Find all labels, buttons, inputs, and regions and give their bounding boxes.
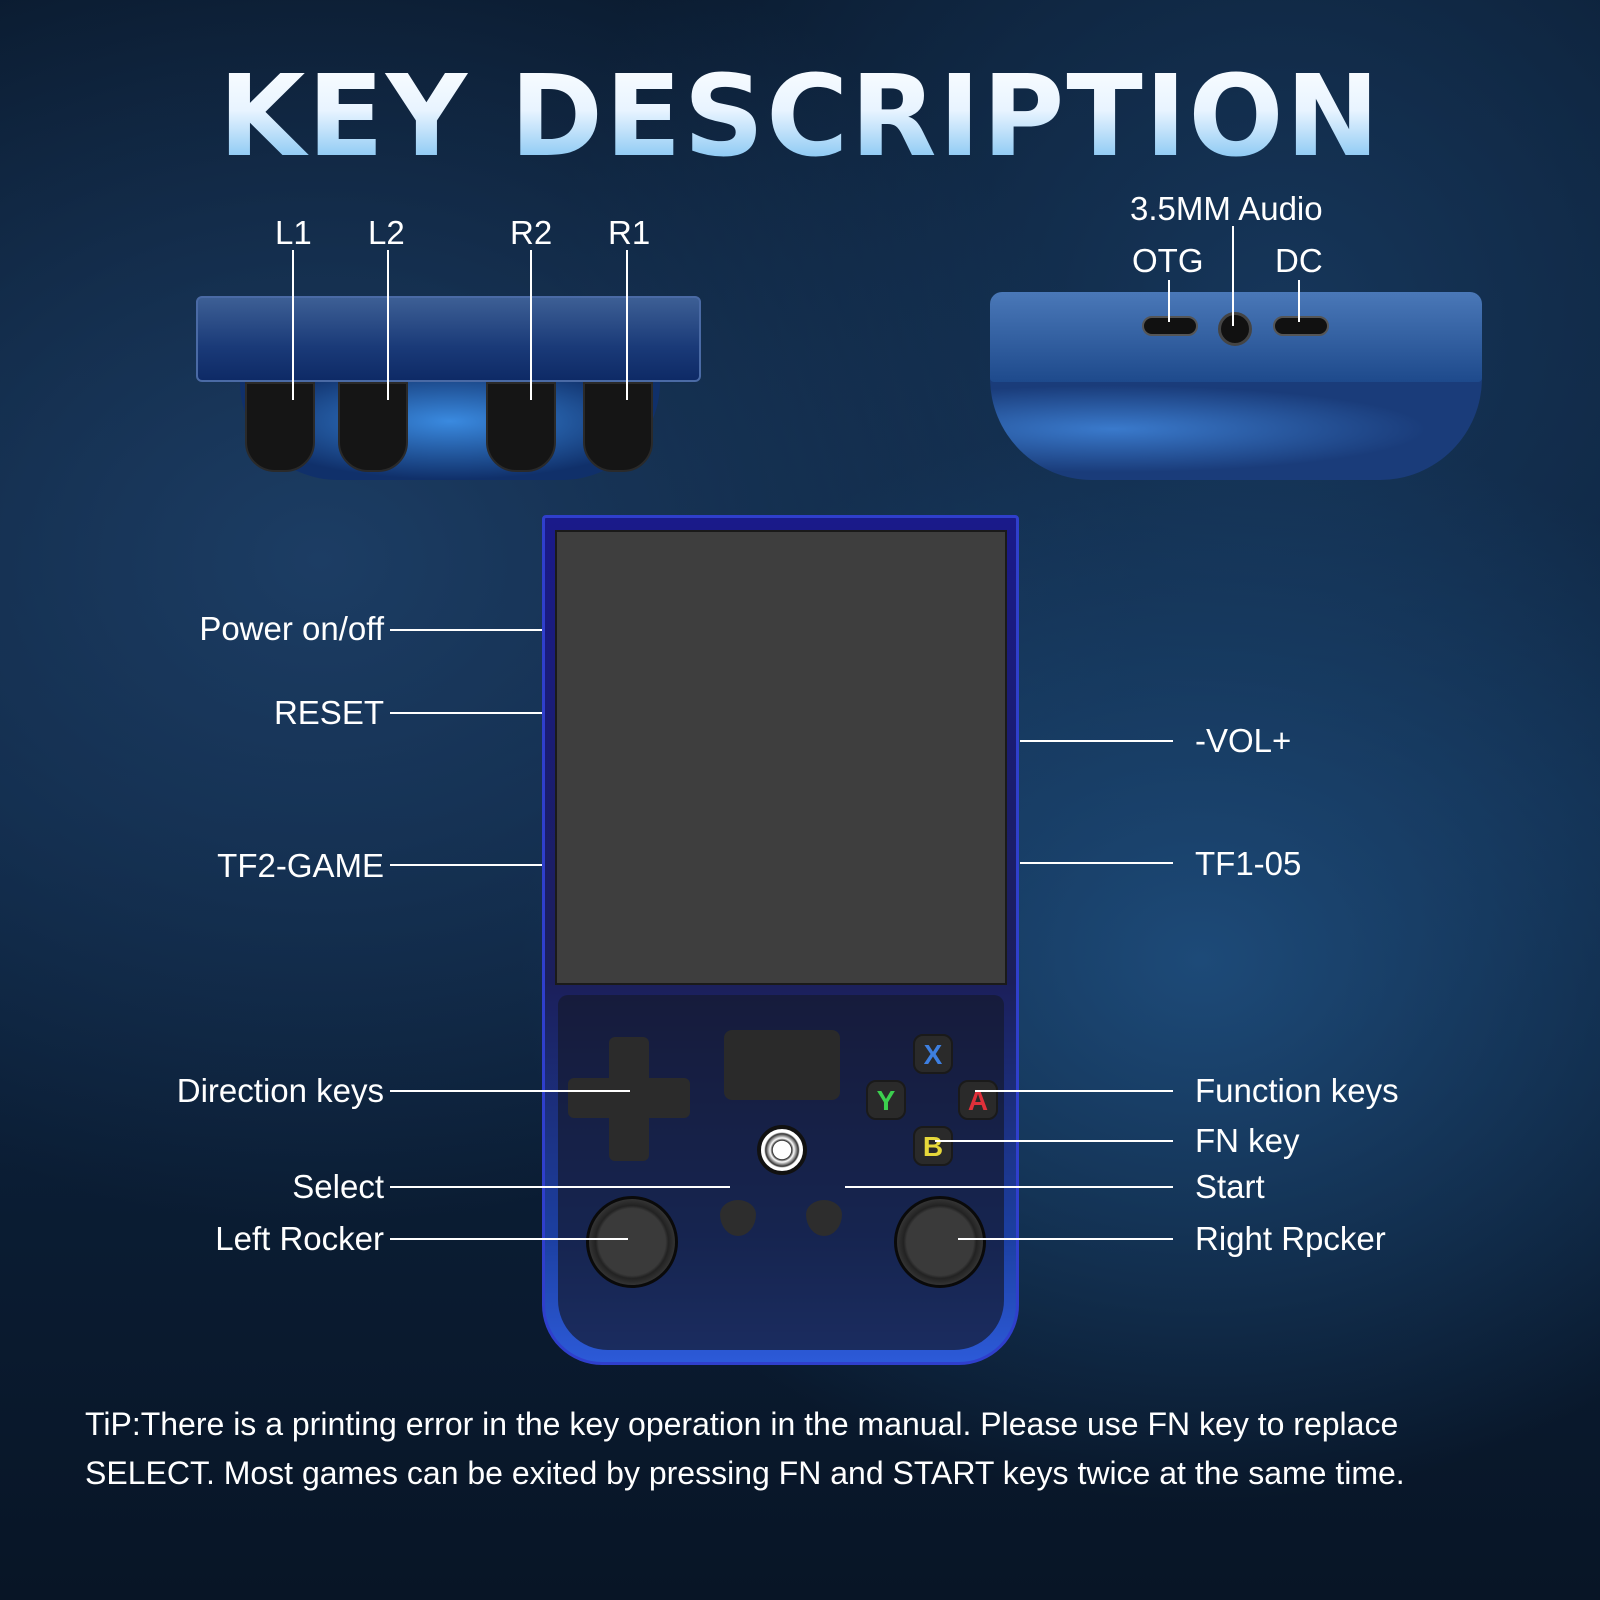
label-volume: -VOL+ xyxy=(1195,722,1292,759)
label-select: Select xyxy=(292,1168,384,1205)
dc-port xyxy=(1273,316,1329,336)
label-dc: DC xyxy=(1275,242,1323,279)
left-joystick xyxy=(586,1196,678,1288)
audio-jack xyxy=(1218,312,1252,346)
label-tf1: TF1-05 xyxy=(1195,845,1302,882)
label-right-rocker: Right Rpcker xyxy=(1195,1220,1386,1257)
leader-line xyxy=(390,629,542,631)
leader-line xyxy=(845,1186,1173,1188)
y-button-label: Y xyxy=(876,1085,896,1116)
a-button-label: A xyxy=(967,1085,989,1116)
x-button: X xyxy=(913,1034,953,1074)
speaker-grille xyxy=(724,1030,840,1100)
leader-line xyxy=(390,1090,630,1092)
label-l2: L2 xyxy=(368,214,405,251)
otg-port xyxy=(1142,316,1198,336)
leader-line xyxy=(1020,862,1173,864)
label-start: Start xyxy=(1195,1168,1265,1205)
label-power: Power on/off xyxy=(199,610,384,647)
tip-text: TiP:There is a printing error in the key… xyxy=(85,1406,1405,1491)
l1-trigger xyxy=(245,382,315,472)
label-audio: 3.5MM Audio xyxy=(1130,190,1323,227)
leader-line xyxy=(1168,280,1170,322)
leader-line xyxy=(530,250,532,400)
console-screen xyxy=(555,530,1007,985)
label-r1: R1 xyxy=(608,214,651,251)
leader-line xyxy=(390,712,542,714)
leader-line xyxy=(390,1186,730,1188)
leader-line xyxy=(958,1238,1173,1240)
b-button: B xyxy=(913,1126,953,1166)
leader-line xyxy=(387,250,389,400)
leader-line xyxy=(390,864,542,866)
leader-line xyxy=(1232,226,1234,326)
label-l1: L1 xyxy=(275,214,312,251)
r2-trigger xyxy=(486,382,556,472)
y-button: Y xyxy=(866,1080,906,1120)
start-heart-button xyxy=(806,1200,842,1236)
label-reset: RESET xyxy=(273,694,384,731)
x-button-label: X xyxy=(923,1039,943,1070)
fn-soccer-ball-icon xyxy=(757,1125,807,1175)
leader-line xyxy=(1298,280,1300,322)
leader-line xyxy=(935,1140,1173,1142)
a-button: A xyxy=(958,1080,998,1120)
label-otg: OTG xyxy=(1132,242,1204,279)
label-direction: Direction keys xyxy=(176,1072,384,1109)
leader-line xyxy=(1020,740,1173,742)
label-r2: R2 xyxy=(510,214,553,251)
b-button-label: B xyxy=(922,1131,944,1162)
select-heart-button xyxy=(720,1200,756,1236)
leader-line xyxy=(975,1090,1173,1092)
leader-line xyxy=(626,250,628,400)
page-title: KEY DESCRIPTION xyxy=(0,52,1600,182)
label-fn-key: FN key xyxy=(1195,1122,1300,1159)
leader-line xyxy=(390,1238,628,1240)
leader-line xyxy=(292,250,294,400)
label-left-rocker: Left Rocker xyxy=(215,1220,384,1257)
label-tf2: TF2-GAME xyxy=(217,847,384,884)
bottom-view-device-base xyxy=(990,378,1482,480)
top-view-device xyxy=(196,296,701,382)
r1-trigger xyxy=(583,382,653,472)
label-function-keys: Function keys xyxy=(1195,1072,1399,1109)
right-joystick xyxy=(894,1196,986,1288)
dpad-icon xyxy=(609,1037,649,1161)
l2-trigger xyxy=(338,382,408,472)
